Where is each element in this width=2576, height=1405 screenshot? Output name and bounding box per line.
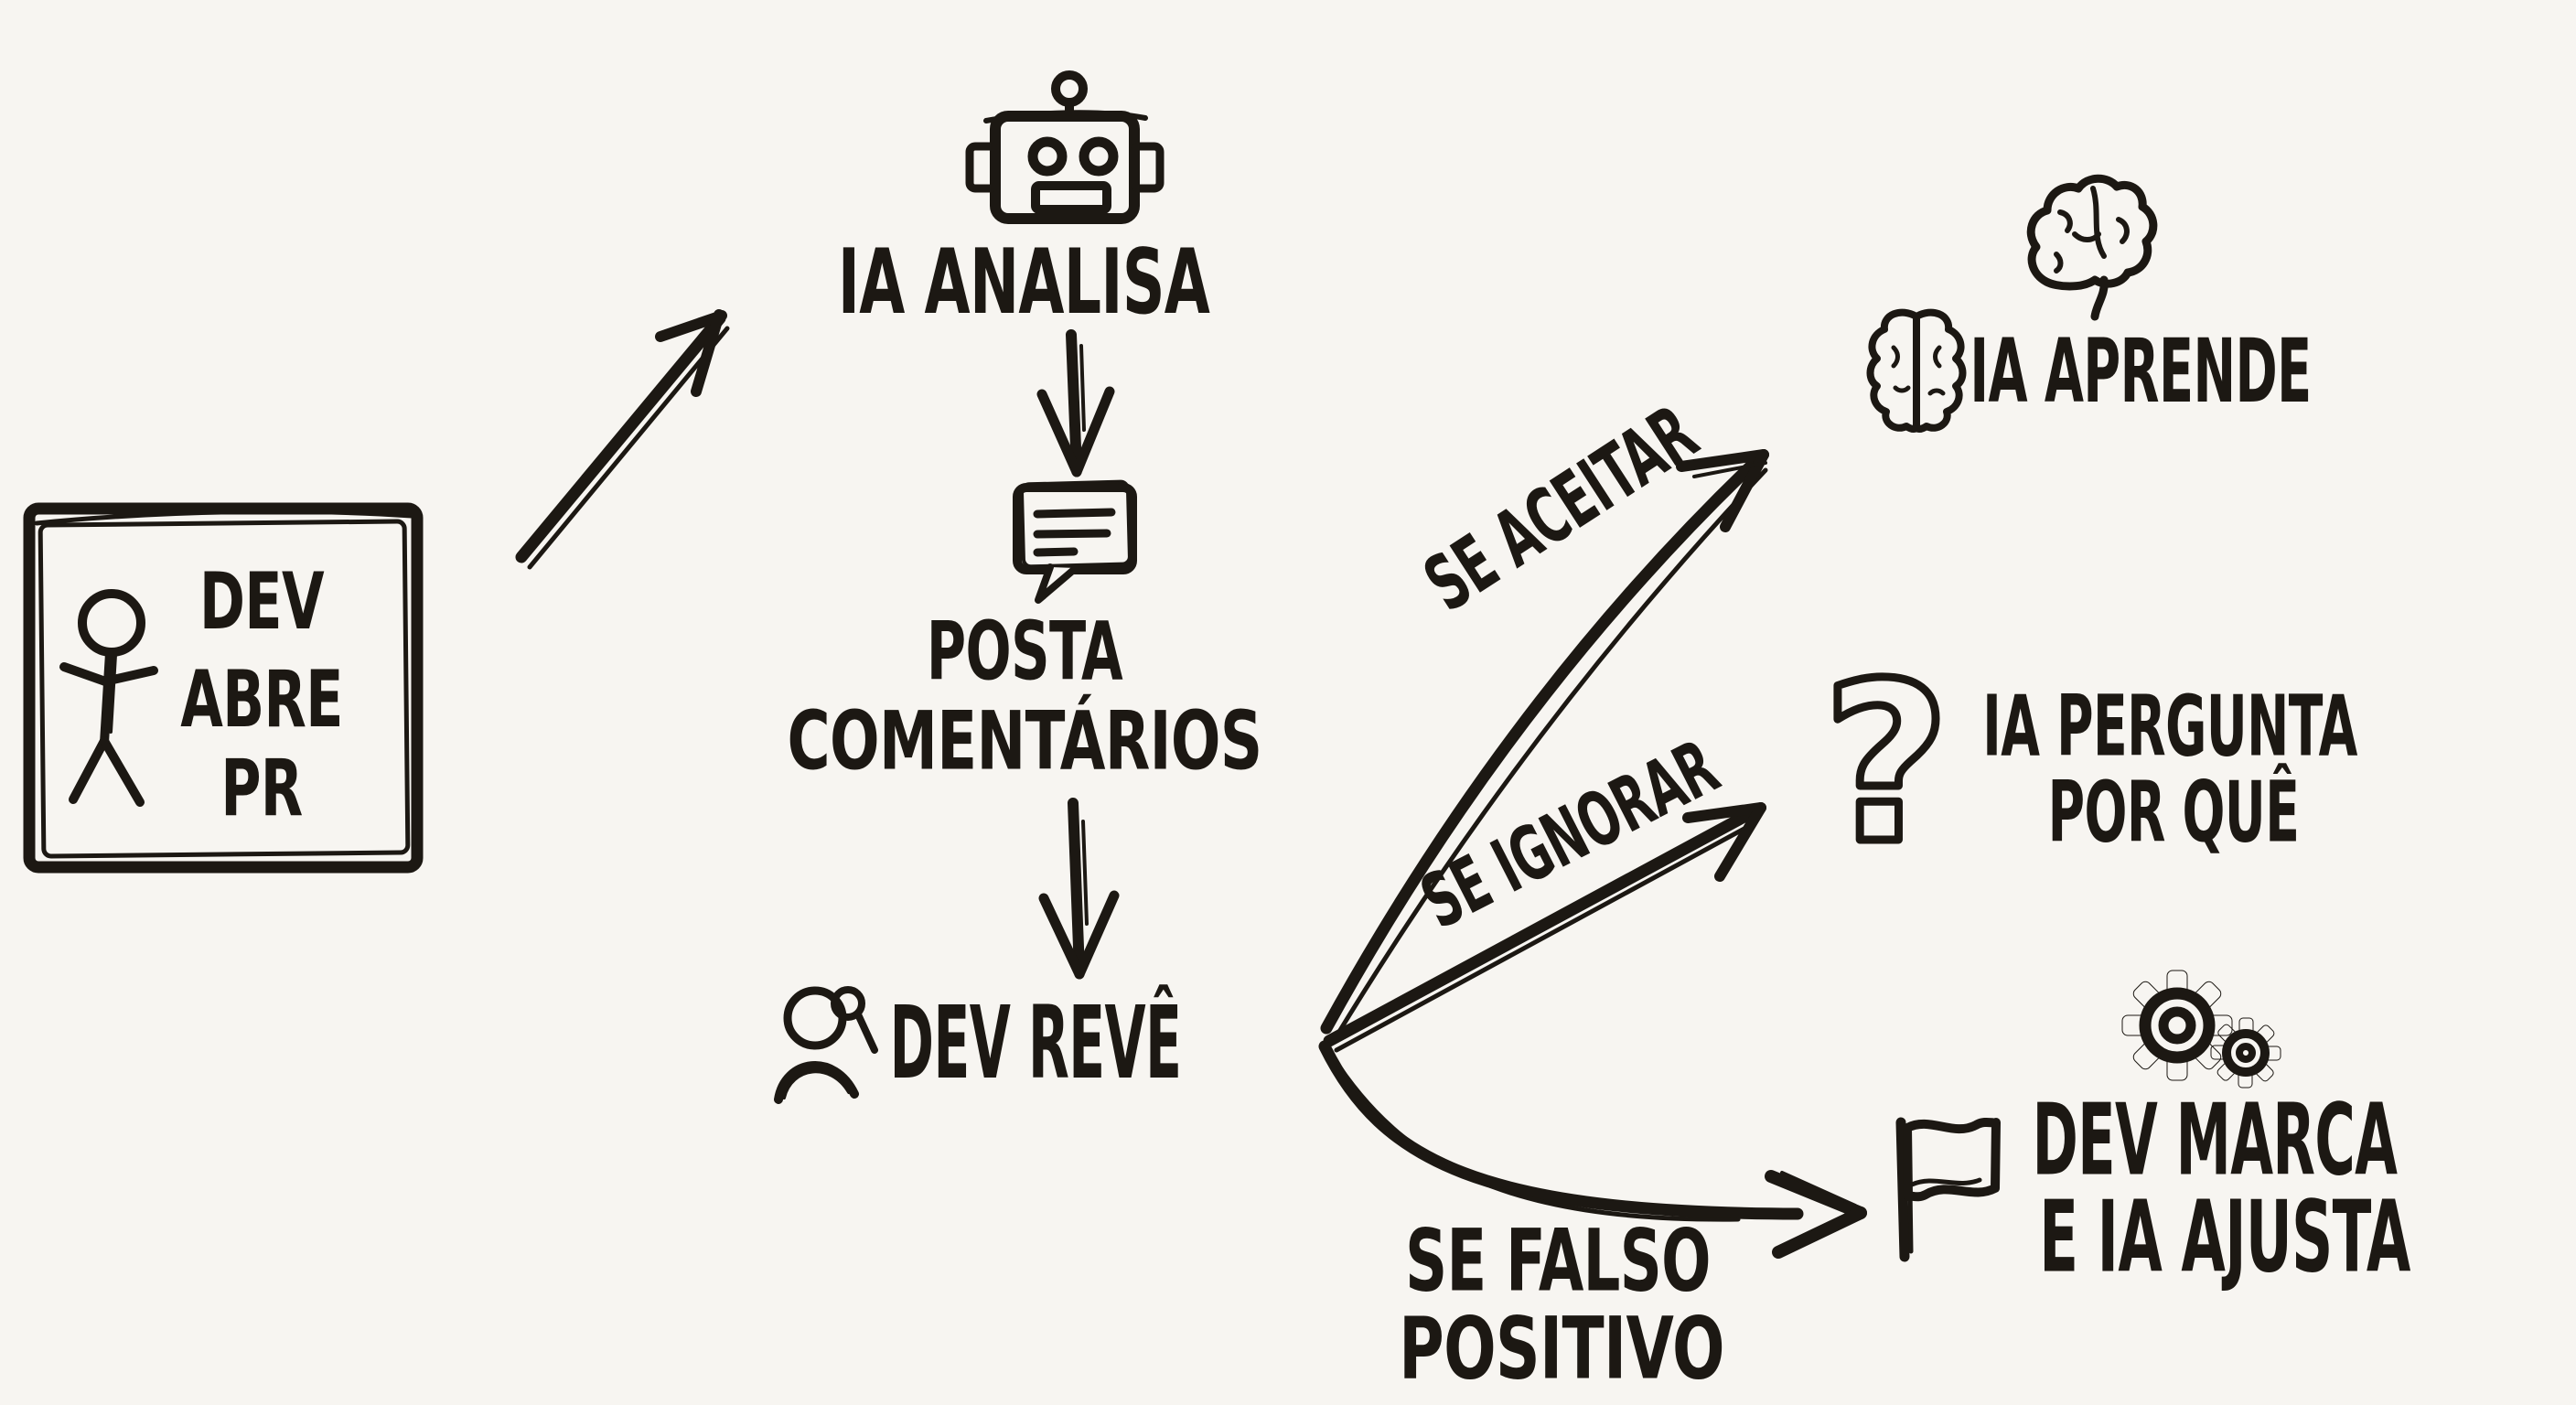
speech-bubble-icon bbox=[1013, 479, 1137, 604]
ask-node-line-2: POR QUÊ bbox=[2047, 763, 2300, 862]
arrow-accept-branch bbox=[1320, 449, 1769, 1042]
edge-false-positive-line-1: SE FALSO bbox=[1405, 1211, 1711, 1312]
person-magnifying-glass-icon bbox=[774, 986, 878, 1104]
arrow-false-positive-branch bbox=[1318, 1040, 1867, 1259]
brain-top-icon bbox=[1866, 308, 1967, 433]
comment-node-line-1: POSTA bbox=[926, 604, 1123, 699]
analyze-node-label: IA ANALISA bbox=[837, 231, 1210, 335]
adjust-node-line-2: E IA AJUSTA bbox=[2039, 1180, 2410, 1295]
flag-icon bbox=[1895, 1117, 2001, 1262]
robot-icon bbox=[965, 70, 1165, 224]
start-node-box bbox=[23, 502, 424, 874]
comment-node-line-2: COMENTÁRIOS bbox=[787, 693, 1262, 788]
question-mark-icon: ? bbox=[1822, 636, 1949, 892]
review-node-label: DEV REVÊ bbox=[889, 984, 1182, 1101]
start-node-line-2: ABRE bbox=[180, 654, 343, 745]
gears-icon bbox=[2121, 970, 2281, 1089]
edge-false-positive-line-2: POSITIVO bbox=[1399, 1299, 1724, 1400]
start-node-line-1: DEV bbox=[199, 556, 324, 648]
learn-node-label: IA APRENDE bbox=[1970, 320, 2312, 423]
ask-node-line-1: IA PERGUNTA bbox=[1982, 677, 2357, 776]
adjust-node-line-1: DEV MARCA bbox=[2032, 1083, 2398, 1198]
stick-figure-icon bbox=[59, 589, 158, 807]
arrow-ignore-branch bbox=[1323, 802, 1766, 1053]
arrow-start-to-analyze bbox=[515, 309, 730, 570]
start-node-line-3: PR bbox=[220, 743, 303, 834]
arrow-comment-to-review bbox=[1038, 798, 1120, 980]
brain-side-icon bbox=[2026, 174, 2158, 321]
arrow-analyze-to-comment bbox=[1036, 329, 1115, 477]
